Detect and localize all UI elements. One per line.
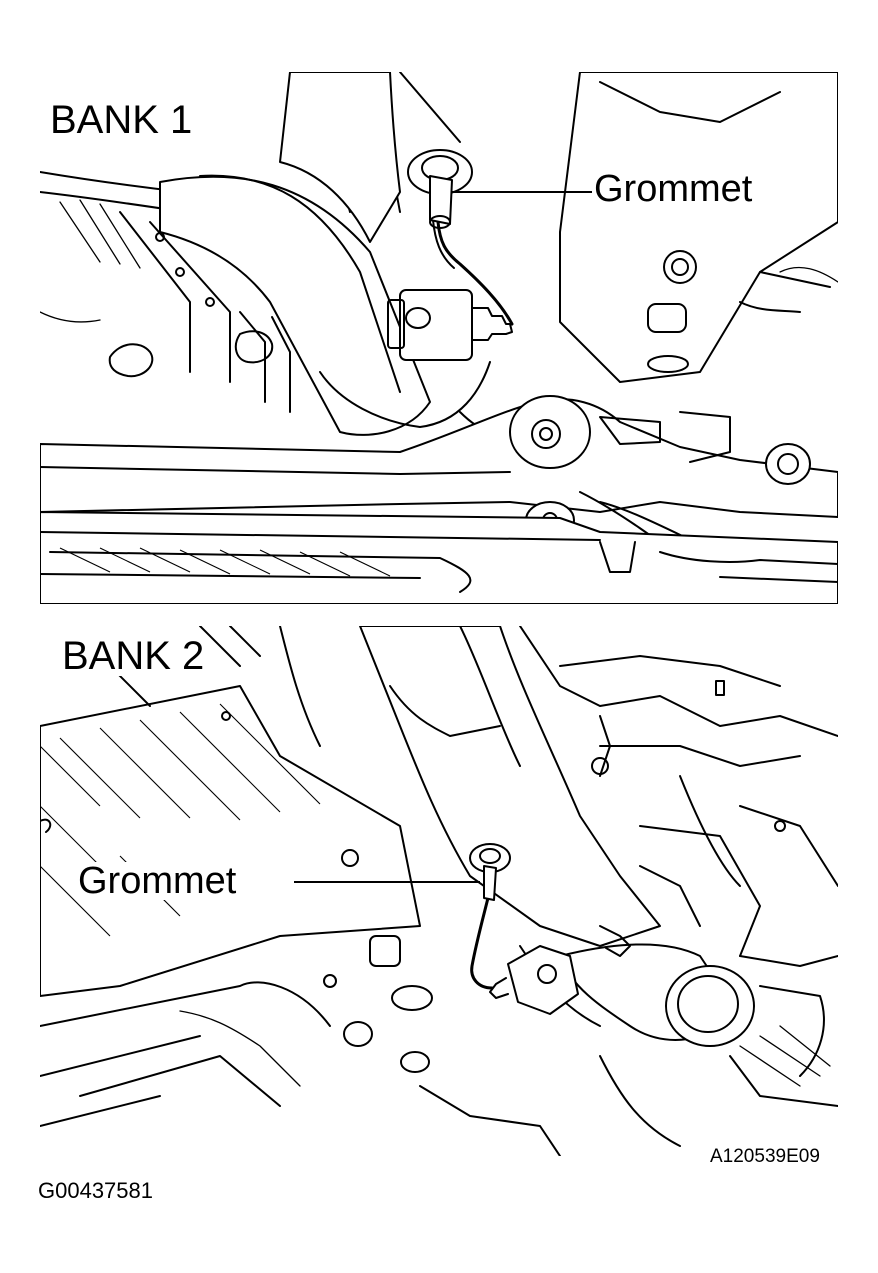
- bank2-right-structure: [519, 626, 838, 1147]
- bank2-title: BANK 2: [62, 634, 205, 678]
- bank1-title: BANK 1: [50, 98, 193, 142]
- bank2-exhaust-pipe: [359, 626, 755, 1047]
- bank1-grommet: [407, 149, 473, 229]
- bank1-diagram-panel: [40, 72, 838, 604]
- figure-code: A120539E09: [710, 1146, 820, 1167]
- bank2-grommet: [469, 843, 511, 901]
- document-code: G00437581: [38, 1178, 153, 1203]
- bank2-hatched-floor: [40, 626, 433, 1073]
- bank2-grommet-label: Grommet: [76, 860, 239, 902]
- bank2-oxygen-sensor: [470, 896, 631, 1015]
- bank1-grommet-label: Grommet: [592, 168, 755, 210]
- bank2-lower-left-frame: [40, 981, 561, 1156]
- bank1-oxygen-sensor: [387, 219, 514, 361]
- bank1-lower-frame: [40, 511, 838, 604]
- bank1-floor-panel: [559, 72, 838, 383]
- bank1-underbody-illustration: [40, 72, 838, 604]
- bank2-underbody-illustration: [40, 626, 838, 1156]
- bank1-exhaust-pipe: [159, 72, 541, 437]
